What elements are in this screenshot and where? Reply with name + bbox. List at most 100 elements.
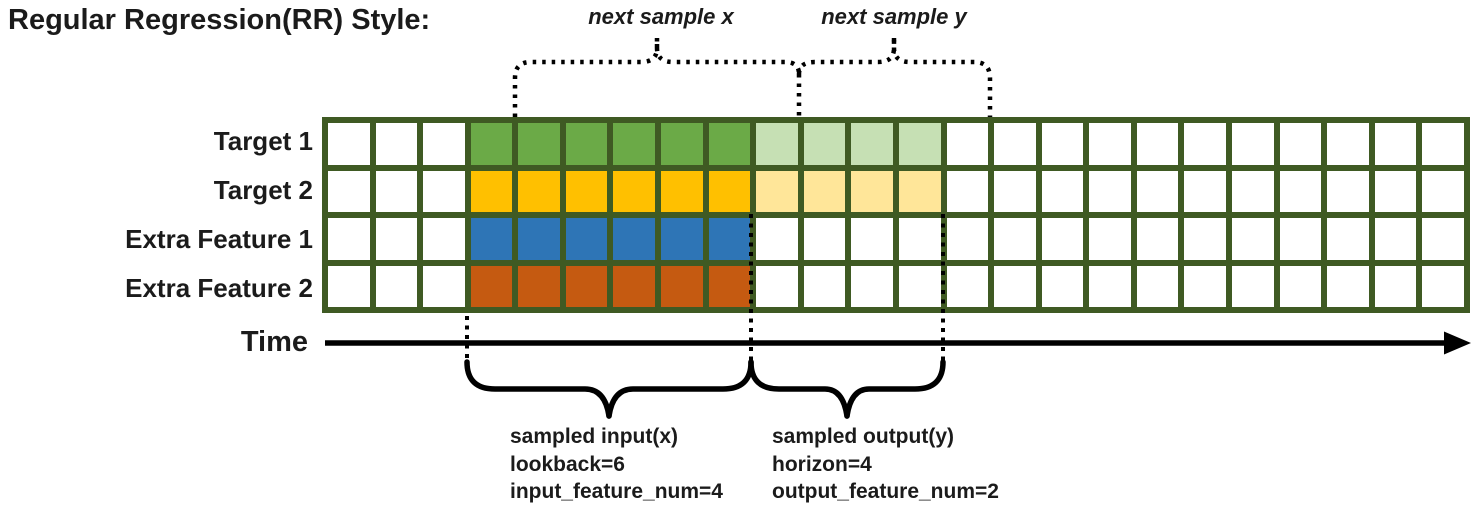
sampled-output-brace — [748, 359, 946, 419]
grid-cell — [1136, 170, 1179, 212]
grid-cell — [1041, 218, 1084, 260]
time-axis-label: Time — [240, 326, 308, 358]
grid-cell — [898, 170, 941, 212]
grid-cell — [1422, 265, 1464, 307]
grid-cell — [1374, 265, 1417, 307]
diagram-title: Regular Regression(RR) Style: — [8, 4, 431, 36]
grid-cell — [375, 170, 418, 212]
grid-cell — [470, 265, 513, 307]
row-label-target-1: Target 1 — [213, 126, 313, 156]
grid-cell — [1136, 123, 1179, 165]
grid-cell — [423, 170, 465, 212]
grid-cell — [661, 170, 703, 212]
grid-cell — [1279, 218, 1322, 260]
grid-cell — [994, 218, 1036, 260]
horizon-value: horizon=4 — [772, 452, 872, 476]
grid-cell — [756, 170, 798, 212]
grid-cell — [1374, 170, 1417, 212]
grid-cell — [1184, 218, 1227, 260]
grid-cell — [518, 218, 560, 260]
input-feature-num: input_feature_num=4 — [510, 480, 723, 503]
next-sample-y-label: next sample y — [821, 4, 967, 29]
grid-cell — [994, 123, 1036, 165]
grid-cell — [1374, 123, 1417, 165]
grid-cell — [423, 123, 465, 165]
grid-cell — [375, 218, 418, 260]
grid-cell — [756, 265, 798, 307]
grid-cell — [328, 265, 370, 307]
grid-cell — [708, 123, 751, 165]
sample-grid — [322, 117, 1470, 313]
grid-cell — [328, 123, 370, 165]
time-axis-arrow — [325, 331, 1471, 355]
grid-cell — [1422, 218, 1464, 260]
row-label-target-2: Target 2 — [213, 175, 313, 205]
grid-cell — [613, 170, 656, 212]
grid-cell — [565, 170, 608, 212]
next-sample-y-brace — [796, 38, 993, 117]
grid-cell — [1136, 218, 1179, 260]
grid-cell — [470, 170, 513, 212]
grid-cell — [708, 218, 751, 260]
grid-cell — [1327, 170, 1369, 212]
grid-cell — [756, 123, 798, 165]
grid-cell — [470, 218, 513, 260]
grid-cell — [423, 265, 465, 307]
grid-cell — [661, 218, 703, 260]
grid-cell — [1184, 265, 1227, 307]
next-sample-x-label: next sample x — [588, 4, 734, 29]
grid-cell — [1327, 265, 1369, 307]
row-label-extra-feature-1: Extra Feature 1 — [125, 224, 313, 254]
grid-cell — [1089, 218, 1131, 260]
grid-cell — [946, 123, 989, 165]
grid-cell — [851, 123, 893, 165]
grid-cell — [851, 218, 893, 260]
sampled-output-title: sampled output(y) — [772, 425, 954, 448]
time-arrowhead-icon — [1444, 331, 1471, 355]
grid-cell — [1374, 218, 1417, 260]
grid-cell — [803, 265, 846, 307]
grid-cell — [946, 265, 989, 307]
grid-cell — [661, 123, 703, 165]
grid-cell — [518, 170, 560, 212]
grid-cell — [946, 218, 989, 260]
grid-cell — [898, 218, 941, 260]
row-label-extra-feature-2: Extra Feature 2 — [125, 273, 313, 303]
grid-cell — [1089, 123, 1131, 165]
grid-cell — [1089, 170, 1131, 212]
grid-cell — [1279, 265, 1322, 307]
sampled-input-title: sampled input(x) — [510, 425, 679, 448]
grid-cell — [1089, 265, 1131, 307]
grid-cell — [1232, 265, 1274, 307]
grid-cell — [1327, 218, 1369, 260]
grid-cell — [613, 265, 656, 307]
grid-cell — [708, 265, 751, 307]
grid-cell — [898, 265, 941, 307]
grid-cell — [565, 218, 608, 260]
grid-cell — [423, 218, 465, 260]
grid-cell — [613, 123, 656, 165]
grid-cell — [1041, 265, 1084, 307]
grid-cell — [565, 265, 608, 307]
grid-cell — [994, 170, 1036, 212]
sampled-output-annotation: sampled output(y) horizon=4 output_featu… — [772, 423, 999, 506]
grid-cell — [518, 265, 560, 307]
grid-cell — [946, 170, 989, 212]
next-sample-x-brace — [512, 38, 802, 117]
grid-cell — [1041, 123, 1084, 165]
grid-cell — [708, 170, 751, 212]
grid-cell — [851, 170, 893, 212]
grid-cell — [328, 218, 370, 260]
grid-cell — [851, 265, 893, 307]
grid-cell — [1184, 170, 1227, 212]
grid-cell — [1232, 218, 1274, 260]
grid-cell — [1422, 170, 1464, 212]
lookback-value: lookback=6 — [510, 452, 625, 476]
sampled-input-annotation: sampled input(x) lookback=6 input_featur… — [510, 423, 723, 506]
grid-cell — [375, 123, 418, 165]
grid-cell — [1184, 123, 1227, 165]
grid-cell — [756, 218, 798, 260]
output-feature-num: output_feature_num=2 — [772, 480, 999, 503]
grid-cell — [328, 170, 370, 212]
